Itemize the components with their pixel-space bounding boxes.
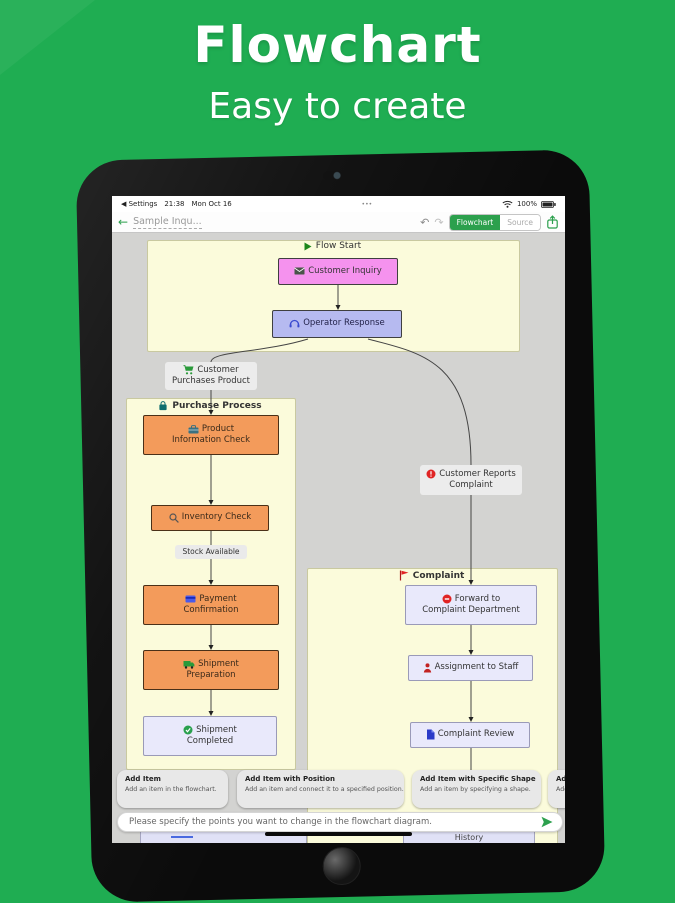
status-time: 21:38 [164,200,185,208]
redo-icon[interactable]: ↷ [434,215,444,229]
node-inventory-check[interactable]: Inventory Check [151,505,269,531]
history-label: History [454,833,484,842]
customer-reports-line2: Complaint [449,480,493,490]
complaint-group-label: Complaint [412,570,465,581]
node-shipment-completed[interactable]: Shipment Completed [143,716,277,756]
shipment-done-line2: Completed [186,736,234,746]
group-header-complaint[interactable]: Complaint [307,570,556,581]
card-title: Add Item with Position [245,775,335,783]
undo-icon[interactable]: ↶ [420,215,430,229]
node-flow-start[interactable]: Flow Start [147,241,518,251]
alert-icon [426,469,436,479]
play-icon [304,242,312,250]
share-icon[interactable] [546,215,559,229]
card-title: Add [556,775,565,783]
page-title: Flowchart [193,16,482,74]
person-icon [423,663,431,673]
mail-icon [294,267,305,275]
edge-label-customer-reports[interactable]: Customer Reports Complaint [420,465,522,495]
mini-chart-dash [171,836,193,838]
flowchart-canvas[interactable]: Flow Start Customer Inquiry Operator Res… [112,233,565,843]
suggestion-card-add-item-shape[interactable]: Add Item with Specific Shape Add an item… [412,770,541,808]
assistant-input-bar [117,812,563,832]
wifi-icon [502,200,513,208]
suggestion-card-add-item-position[interactable]: Add Item with Position Add an item and c… [237,770,404,808]
settings-breadcrumb[interactable]: ◀ Settings [121,200,158,208]
connector-lines [208,285,474,789]
shipment-done-line1: Shipment [196,724,237,735]
customer-reports-line1: Customer Reports [439,468,516,479]
status-date: Mon Oct 16 [191,200,232,208]
assistant-input[interactable] [127,816,535,828]
document-title[interactable]: Sample Inqu... [133,215,202,229]
check-circle-icon [183,725,193,735]
battery-percent: 100% [516,200,537,208]
payment-line1: Payment [199,593,237,604]
card-desc: Add an item and connect it to a specifie… [245,786,404,793]
assignment-label: Assignment to Staff [434,662,519,673]
customer-purchases-line2: Purchases Product [171,376,250,386]
edge-label-stock-available: Stock Available [175,545,247,559]
card-desc: Add an item in the flowchart. [125,786,217,793]
product-info-line1: Product [201,423,235,434]
tab-source[interactable]: Source [500,214,540,230]
status-bar: ◀ Settings 21:38 Mon Oct 16 ••• 100% [112,196,565,212]
back-arrow-icon[interactable]: ← [118,215,129,229]
node-assignment-to-staff[interactable]: Assignment to Staff [408,655,533,681]
nav-bar: ← Sample Inqu... ↶ ↷ Flowchart Source [112,212,565,233]
status-center-dots: ••• [361,200,373,208]
credit-card-icon [185,595,196,603]
suggestion-card-add-item[interactable]: Add Item Add an item in the flowchart. [117,770,228,808]
customer-inquiry-label: Customer Inquiry [308,265,382,276]
node-complaint-review[interactable]: Complaint Review [410,722,530,748]
front-camera [322,170,343,181]
operator-response-label: Operator Response [303,318,385,329]
tablet-screen: ◀ Settings 21:38 Mon Oct 16 ••• 100% ← S… [112,196,565,843]
stock-available-label: Stock Available [182,546,240,556]
suggestion-card-clipped[interactable]: Add Add [548,770,565,808]
product-info-line2: Information Check [171,435,251,445]
cart-icon [183,365,194,375]
edge-label-customer-purchases[interactable]: Customer Purchases Product [165,362,257,390]
view-toggle: Flowchart Source [448,213,541,231]
card-title: Add Item with Specific Shape [420,775,536,783]
truck-icon [183,660,195,669]
card-desc: Add an item by specifying a shape. [420,786,531,793]
card-title: Add Item [125,775,161,783]
flow-start-label: Flow Start [315,241,362,251]
forward-line1: Forward to [454,593,501,604]
forward-line2: Complaint Department [422,605,520,615]
group-header-purchase-process[interactable]: Purchase Process [126,401,294,411]
shipment-prep-line1: Shipment [198,658,239,669]
briefcase-icon [188,425,199,434]
home-button[interactable] [321,846,361,886]
home-indicator[interactable] [265,832,412,836]
node-forward-to-complaint[interactable]: Forward to Complaint Department [405,585,537,625]
alert-badge-icon [442,594,452,604]
flag-icon [399,570,409,581]
node-customer-inquiry[interactable]: Customer Inquiry [278,258,398,285]
card-desc: Add [556,786,565,793]
node-product-information-check[interactable]: Product Information Check [143,415,279,455]
send-icon[interactable] [541,816,553,828]
inventory-check-label: Inventory Check [181,512,252,523]
complaint-review-label: Complaint Review [437,729,515,740]
shipment-prep-line2: Preparation [186,670,236,680]
search-icon [169,513,179,523]
node-operator-response[interactable]: Operator Response [272,310,402,338]
bag-icon [159,401,167,411]
battery-icon [541,200,556,208]
purchase-process-label: Purchase Process [172,401,262,411]
node-shipment-preparation[interactable]: Shipment Preparation [143,650,279,690]
payment-line2: Confirmation [183,605,239,615]
headphones-icon [289,320,300,328]
page-subtitle: Easy to create [208,86,467,127]
node-payment-confirmation[interactable]: Payment Confirmation [143,585,279,625]
tab-flowchart[interactable]: Flowchart [449,214,501,230]
customer-purchases-line1: Customer [197,364,239,375]
document-icon [426,729,435,740]
